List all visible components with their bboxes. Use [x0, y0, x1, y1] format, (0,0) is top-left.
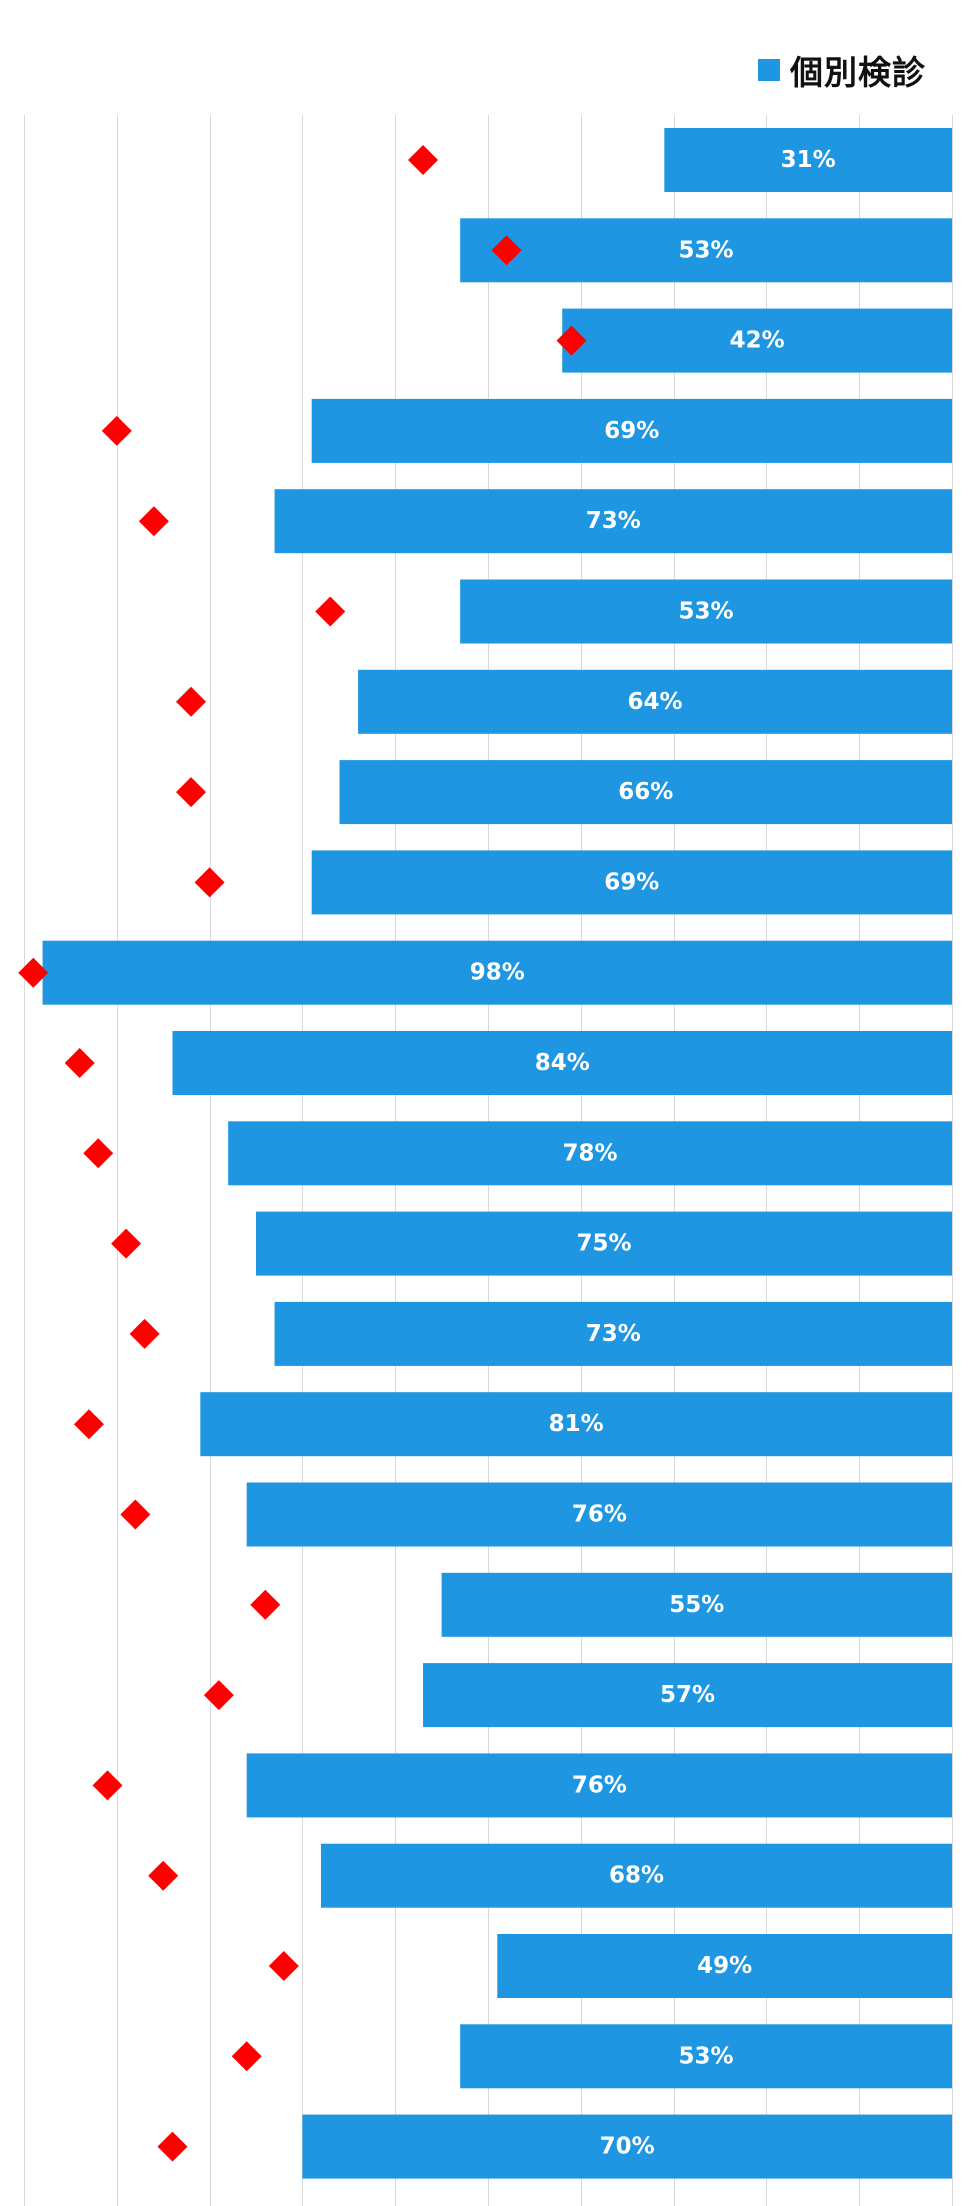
bar-series: [42, 128, 953, 2179]
bar-data-label: 57%: [660, 1682, 715, 1708]
bar: [562, 308, 952, 373]
legend-label: 個別検診: [790, 53, 926, 92]
marker-diamond: [268, 1951, 299, 1981]
marker-diamond: [315, 596, 346, 627]
bar-data-label: 81%: [549, 1411, 604, 1437]
marker-diamond: [176, 686, 207, 717]
bar-data-label: 70%: [600, 2134, 655, 2160]
marker-diamond: [408, 145, 439, 175]
bar-data-label: 84%: [535, 1050, 590, 1076]
bar: [423, 1663, 952, 1728]
legend-swatch: [758, 59, 780, 81]
bar-data-label: 49%: [697, 1953, 752, 1979]
legend: 個別検診: [758, 46, 926, 94]
bar-data-label: 73%: [586, 508, 641, 534]
marker-diamond: [138, 506, 169, 537]
bar-data-label: 98%: [470, 960, 525, 986]
bar-data-label: 69%: [604, 869, 659, 895]
bar: [274, 489, 952, 554]
marker-diamond: [203, 1680, 234, 1711]
marker-diamond: [92, 1770, 123, 1801]
marker-diamond: [491, 235, 522, 266]
bar: [302, 2114, 952, 2179]
bar-data-label: 55%: [669, 1592, 724, 1618]
bar-data-label: 73%: [586, 1321, 641, 1347]
bar: [311, 850, 952, 915]
marker-series: [18, 145, 587, 2162]
bar: [246, 1753, 953, 1818]
marker-diamond: [18, 957, 49, 988]
bar: [460, 2024, 952, 2089]
bar: [172, 1031, 953, 1095]
bar-data-label: 69%: [604, 418, 659, 444]
bar: [42, 940, 953, 1005]
bar-data-label: 31%: [781, 147, 836, 173]
bar-data-label: 75%: [576, 1231, 631, 1257]
bar: [441, 1572, 952, 1637]
marker-diamond: [194, 867, 225, 898]
bar: [339, 760, 952, 825]
bar-data-label: 42%: [730, 328, 785, 354]
bar: [256, 1211, 952, 1276]
marker-diamond: [120, 1499, 151, 1530]
bar-data-labels: 31% 53% 42% 69% 73% 53% 64% 66% 69% 98% 84% 78% 75% 7…: [470, 147, 836, 2160]
marker-diamond: [157, 2131, 188, 2162]
bar-data-label: 76%: [572, 1772, 627, 1798]
bar-data-label: 53%: [679, 2043, 734, 2069]
marker-diamond: [556, 325, 587, 356]
marker-diamond: [250, 1589, 281, 1620]
marker-diamond: [148, 1860, 179, 1891]
bar: [460, 218, 952, 283]
bar-data-label: 78%: [563, 1140, 618, 1166]
bar: [358, 669, 953, 734]
bar-data-label: 76%: [572, 1502, 627, 1528]
marker-diamond: [101, 415, 132, 446]
marker-diamond: [176, 777, 207, 808]
marker-diamond: [73, 1409, 104, 1440]
bar-data-label: 66%: [618, 779, 673, 805]
bar: [200, 1392, 952, 1457]
bar-data-label: 64%: [628, 689, 683, 715]
bar: [320, 1843, 953, 1908]
marker-diamond: [129, 1318, 160, 1349]
bar: [460, 579, 952, 644]
bar-data-label: 53%: [679, 599, 734, 625]
bar-data-label: 53%: [679, 237, 734, 263]
bar: [228, 1121, 952, 1186]
bar-data-label: 68%: [609, 1863, 664, 1889]
bar: [246, 1482, 953, 1547]
bar: [311, 398, 952, 463]
marker-diamond: [83, 1138, 114, 1169]
bar: [664, 128, 952, 192]
bar: [497, 1934, 952, 1998]
marker-diamond: [64, 1048, 95, 1078]
marker-diamond: [111, 1228, 142, 1259]
marker-diamond: [231, 2041, 262, 2072]
bar: [274, 1301, 952, 1366]
